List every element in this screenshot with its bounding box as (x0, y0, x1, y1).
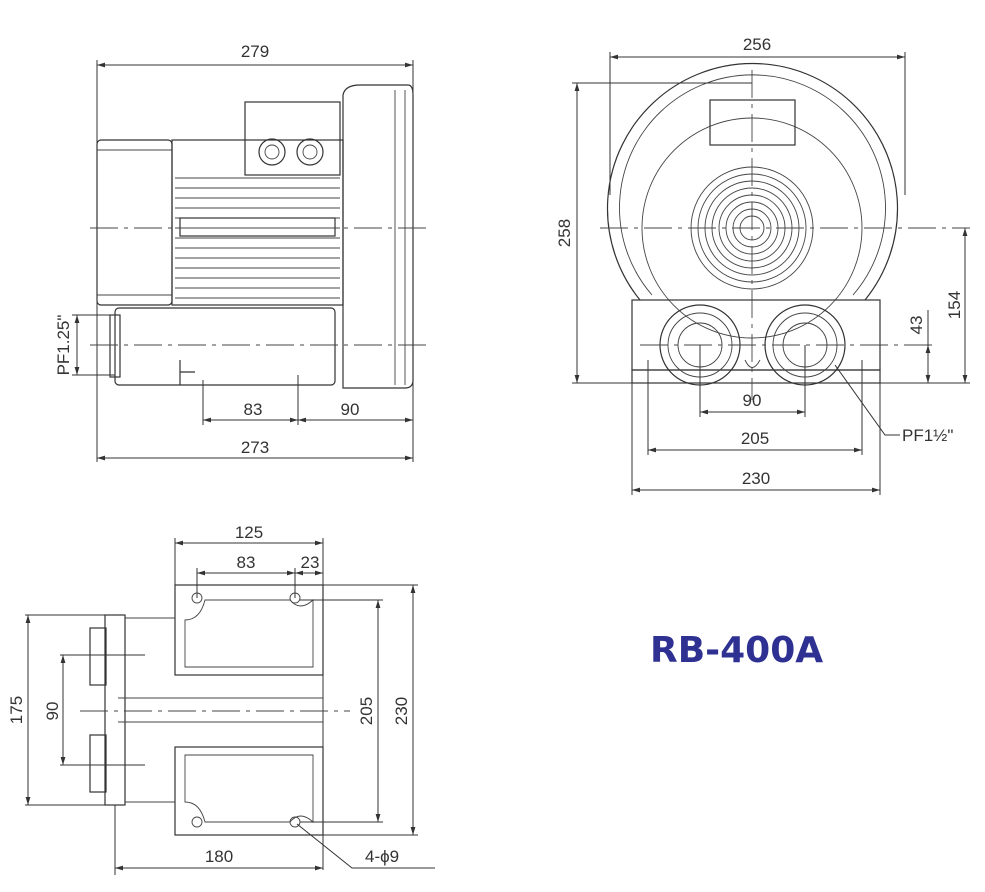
side-view: 279 PF1.25 (54, 42, 430, 462)
dim-hole-spacing-x: 83 (237, 553, 256, 572)
fan-cover (96, 139, 173, 306)
dim-overall-depth: 180 (205, 847, 233, 866)
dim-bottom-port-spacing: 90 (43, 702, 62, 721)
terminal-box (244, 101, 341, 176)
motor-body (171, 139, 344, 306)
dim-hole-spacing-y: 205 (357, 697, 376, 725)
dim-overall-length: 279 (241, 42, 269, 61)
dim-flange-height: 175 (7, 696, 26, 724)
outlet-flange (89, 614, 323, 806)
dim-mount-spacing: 83 (244, 400, 263, 419)
foot-upper (174, 584, 324, 676)
dim-base-width: 230 (742, 469, 770, 488)
front-view: 256 258 154 43 90 (555, 35, 970, 495)
dim-port-height: 43 (907, 316, 926, 335)
dim-front-width: 256 (743, 35, 771, 54)
dim-base-depth: 125 (235, 523, 263, 542)
dim-mount-to-end: 90 (341, 400, 360, 419)
dim-front-height: 258 (555, 219, 574, 247)
dim-bottom-base-width: 230 (392, 697, 411, 725)
dim-base-length: 273 (241, 438, 269, 457)
hole-callout: 4-ϕ9 (365, 847, 399, 866)
dim-hole-offset: 23 (301, 553, 320, 572)
dim-hole-spacing: 205 (741, 429, 769, 448)
port-size-label: PF1½" (902, 426, 953, 445)
model-title: RB-400A (650, 630, 824, 671)
dim-port-spacing: 90 (743, 391, 762, 410)
housing (606, 62, 899, 339)
blower-housing (342, 84, 414, 389)
base-housing (109, 307, 336, 386)
dim-side-port-size: PF1.25" (54, 315, 73, 376)
outlet-base (631, 299, 881, 386)
bottom-view: 125 83 23 90 (7, 523, 435, 875)
dim-center-height: 154 (945, 291, 964, 319)
